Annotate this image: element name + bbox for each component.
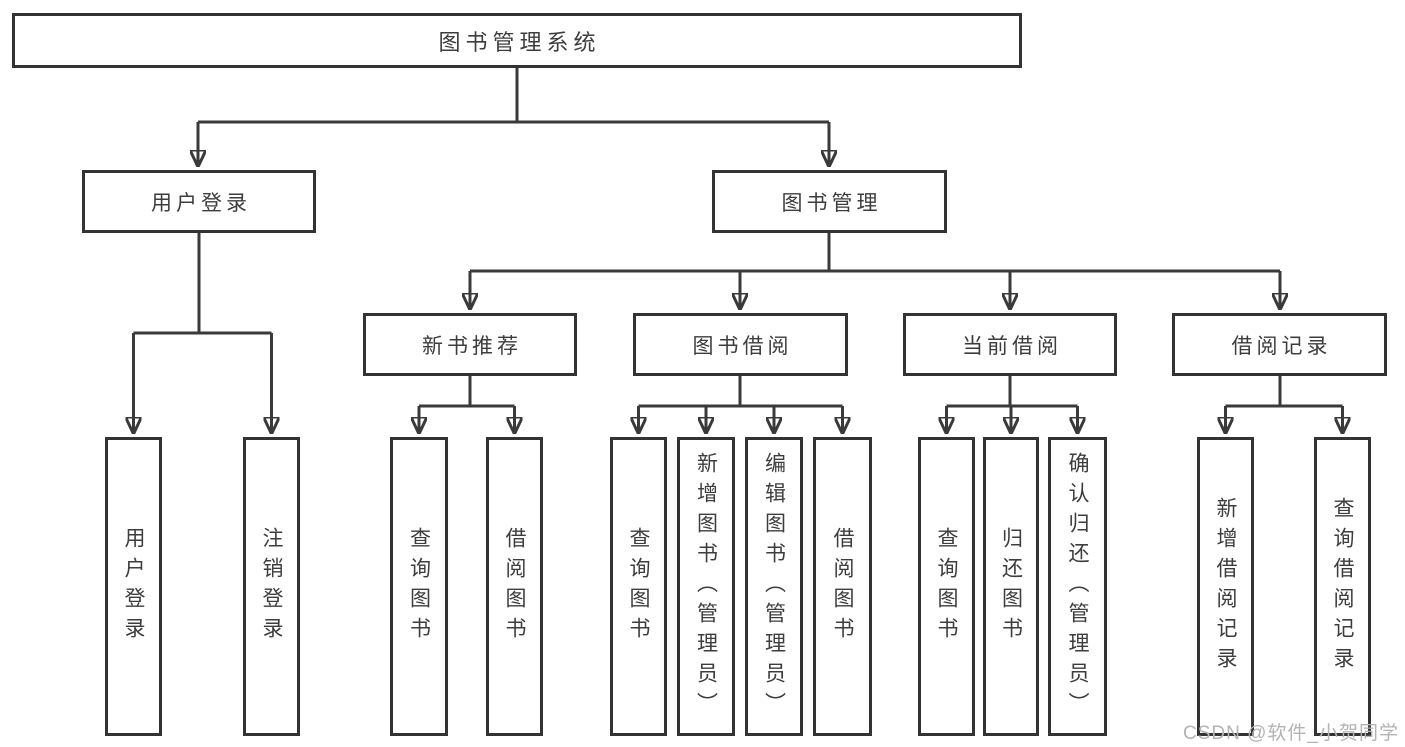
node-user-login: 用户登录	[82, 170, 316, 233]
node-root-system: 图书管理系统	[12, 13, 1022, 68]
leaf-confirm-return-admin: 确认归还（管理员）	[1048, 437, 1107, 736]
node-borrowing-records: 借阅记录	[1172, 313, 1387, 376]
leaf-query-borrow-record: 查询借阅记录	[1314, 437, 1371, 736]
leaf-add-borrow-record: 新增借阅记录	[1197, 437, 1254, 736]
connector-current-borrow-children	[947, 376, 1078, 434]
connector-new-book-children	[419, 376, 515, 434]
connector-borrow-record-children	[1226, 376, 1343, 434]
leaf-edit-books-admin: 编辑图书（管理员）	[745, 437, 803, 736]
node-new-book-recommend: 新书推荐	[363, 313, 577, 376]
leaf-query-books-current: 查询图书	[918, 437, 975, 736]
leaf-user-login: 用户登录	[105, 437, 162, 736]
connector-root-to-level2	[198, 68, 829, 167]
connector-book-borrow-children	[639, 376, 843, 434]
leaf-add-books-admin: 新增图书（管理员）	[677, 437, 735, 736]
leaf-borrow-books-recommend: 借阅图书	[486, 437, 543, 736]
node-current-borrowing: 当前借阅	[903, 313, 1117, 376]
leaf-query-books-recommend: 查询图书	[390, 437, 448, 736]
node-book-borrowing: 图书借阅	[633, 313, 848, 376]
node-book-management: 图书管理	[712, 170, 947, 233]
connector-book-management-children	[470, 233, 1280, 310]
leaf-return-books: 归还图书	[983, 437, 1039, 736]
leaf-logout: 注销登录	[243, 437, 300, 736]
csdn-watermark: CSDN @软件_小贺同学	[1183, 723, 1399, 744]
leaf-query-books-borrowing: 查询图书	[610, 437, 667, 736]
connector-user-login-children	[134, 233, 272, 434]
leaf-borrow-books: 借阅图书	[813, 437, 872, 736]
